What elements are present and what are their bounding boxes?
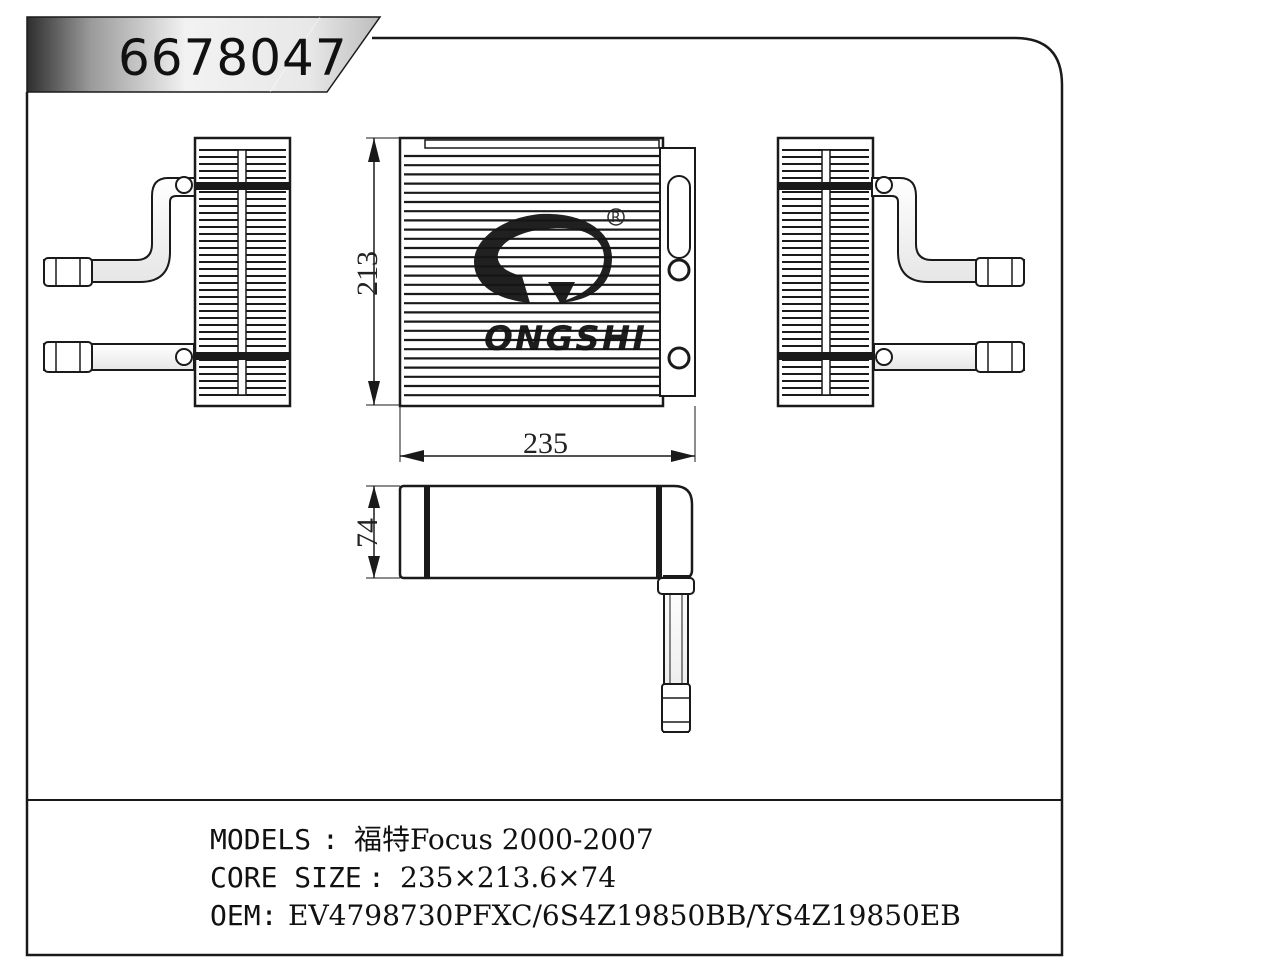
part-number: 6678047 [118, 29, 348, 87]
oem-value: EV4798730PFXC/6S4Z19850BB/YS4Z19850EB [288, 899, 961, 932]
top-core [398, 484, 694, 580]
left-side-view [43, 136, 292, 408]
models-separator: : [322, 823, 339, 856]
spec-block: MODELS : 福特Focus 2000-2007 CORE SIZE : 2… [210, 823, 961, 932]
models-value: 福特Focus 2000-2007 [354, 823, 654, 856]
registered-mark: R [611, 210, 621, 226]
oem-label: OEM: [210, 899, 277, 932]
drawing-frame [25, 36, 1064, 957]
part-number-banner: 6678047 [26, 16, 382, 93]
front-view: 213 R ONGSHI 235 [351, 136, 696, 462]
core-size-label: CORE SIZE [210, 861, 362, 894]
brand-wordmark: ONGSHI [484, 319, 647, 359]
width-dimension: 235 [523, 427, 568, 460]
core-size-separator: : [368, 861, 385, 894]
front-core [398, 136, 665, 408]
top-view: 74 [351, 484, 695, 733]
models-label: MODELS [210, 823, 311, 856]
brand-logo: R ONGSHI [474, 208, 647, 359]
core-size-value: 235×213.6×74 [400, 861, 616, 894]
right-upper-pipe [871, 177, 1025, 283]
depth-dimension: 74 [351, 518, 384, 548]
height-dimension: 213 [351, 251, 384, 296]
right-side-view [776, 136, 1025, 408]
